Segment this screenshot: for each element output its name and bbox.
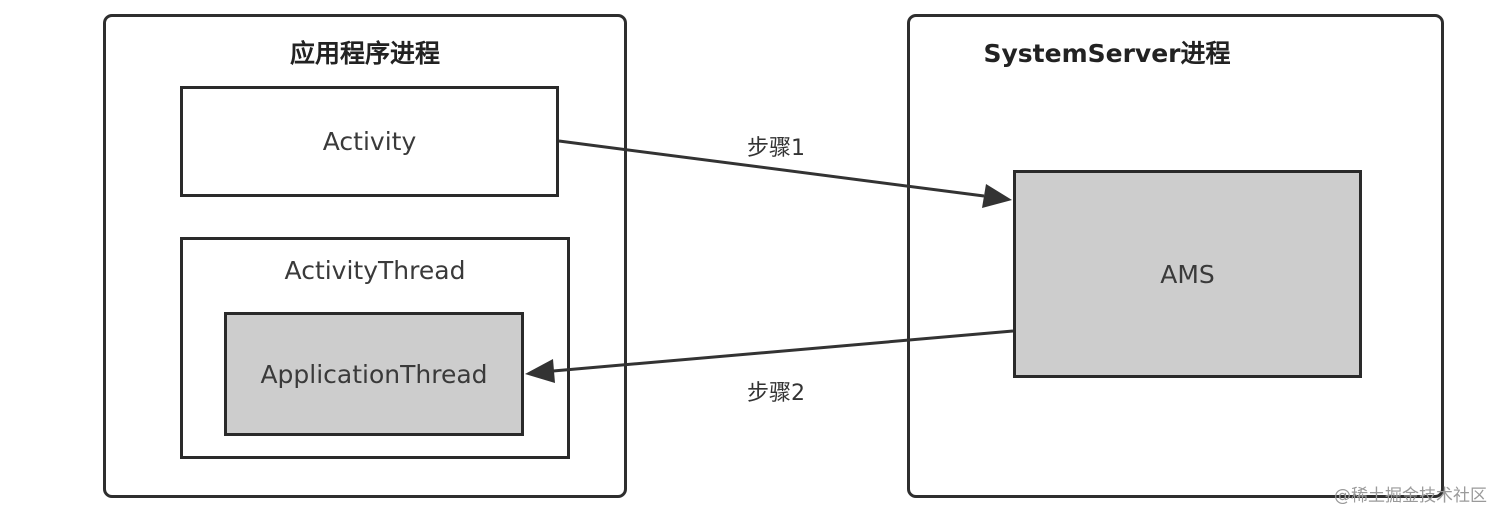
arrow-step1-line xyxy=(558,139,985,198)
application-thread-label: ApplicationThread xyxy=(260,359,488,389)
app-process-title: 应用程序进程 xyxy=(289,39,440,68)
arrow-step2-head xyxy=(525,359,555,383)
activity-box: Activity xyxy=(180,86,559,197)
arrow-step1-head xyxy=(982,184,1012,208)
system-server-title: SystemServer进程 xyxy=(983,39,1231,68)
watermark: @稀土掘金技术社区 xyxy=(1334,486,1487,506)
step1-label: 步骤1 xyxy=(747,136,805,161)
arrow-step2-line xyxy=(552,329,1014,373)
arrow-step2 xyxy=(525,329,1014,383)
application-thread-box: ApplicationThread xyxy=(224,312,524,436)
step2-label: 步骤2 xyxy=(747,381,805,406)
activity-thread-label: ActivityThread xyxy=(284,256,466,285)
arrow-step1 xyxy=(558,139,1012,208)
activity-label: Activity xyxy=(322,127,417,156)
ams-label: AMS xyxy=(1160,259,1215,289)
ams-box: AMS xyxy=(1013,170,1362,378)
